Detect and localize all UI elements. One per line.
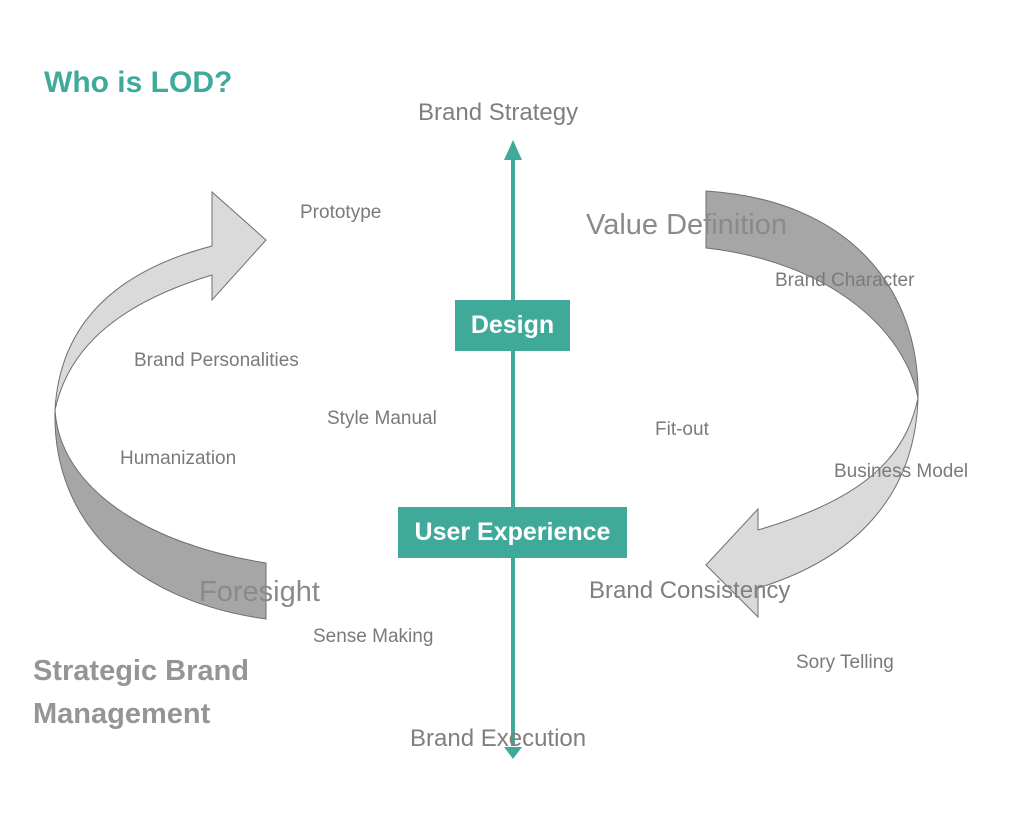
design-box: Design	[455, 300, 570, 351]
right-cycle-arrow-lower	[705, 397, 919, 619]
strategic-line-2: Management	[33, 698, 211, 730]
label-sense-making: Sense Making	[313, 626, 434, 647]
axis-arrowhead-down	[504, 747, 522, 759]
left-cycle-arrow-lower	[54, 409, 267, 620]
strategic-brand-management-heading: Strategic Brand Management	[33, 650, 249, 736]
label-value-definition: Value Definition	[586, 209, 787, 241]
axis-arrowhead-up	[504, 140, 522, 160]
label-fit-out: Fit-out	[655, 419, 709, 440]
label-prototype: Prototype	[300, 202, 382, 223]
page-title: Who is LOD?	[44, 66, 233, 99]
right-cycle-arrow-upper	[705, 190, 919, 399]
label-brand-consistency: Brand Consistency	[589, 577, 791, 604]
label-humanization: Humanization	[120, 448, 237, 469]
label-story-telling: Sory Telling	[796, 652, 894, 673]
label-business-model: Business Model	[834, 461, 969, 482]
label-style-manual: Style Manual	[327, 408, 437, 429]
label-brand-character: Brand Character	[775, 270, 915, 291]
label-foresight: Foresight	[199, 576, 320, 608]
label-brand-strategy: Brand Strategy	[418, 99, 579, 126]
label-brand-execution: Brand Execution	[410, 725, 587, 752]
strategic-line-1: Strategic Brand	[33, 655, 249, 687]
user-experience-box: User Experience	[398, 507, 627, 558]
left-cycle-arrow-upper	[54, 190, 267, 411]
label-brand-personalities: Brand Personalities	[134, 350, 299, 371]
